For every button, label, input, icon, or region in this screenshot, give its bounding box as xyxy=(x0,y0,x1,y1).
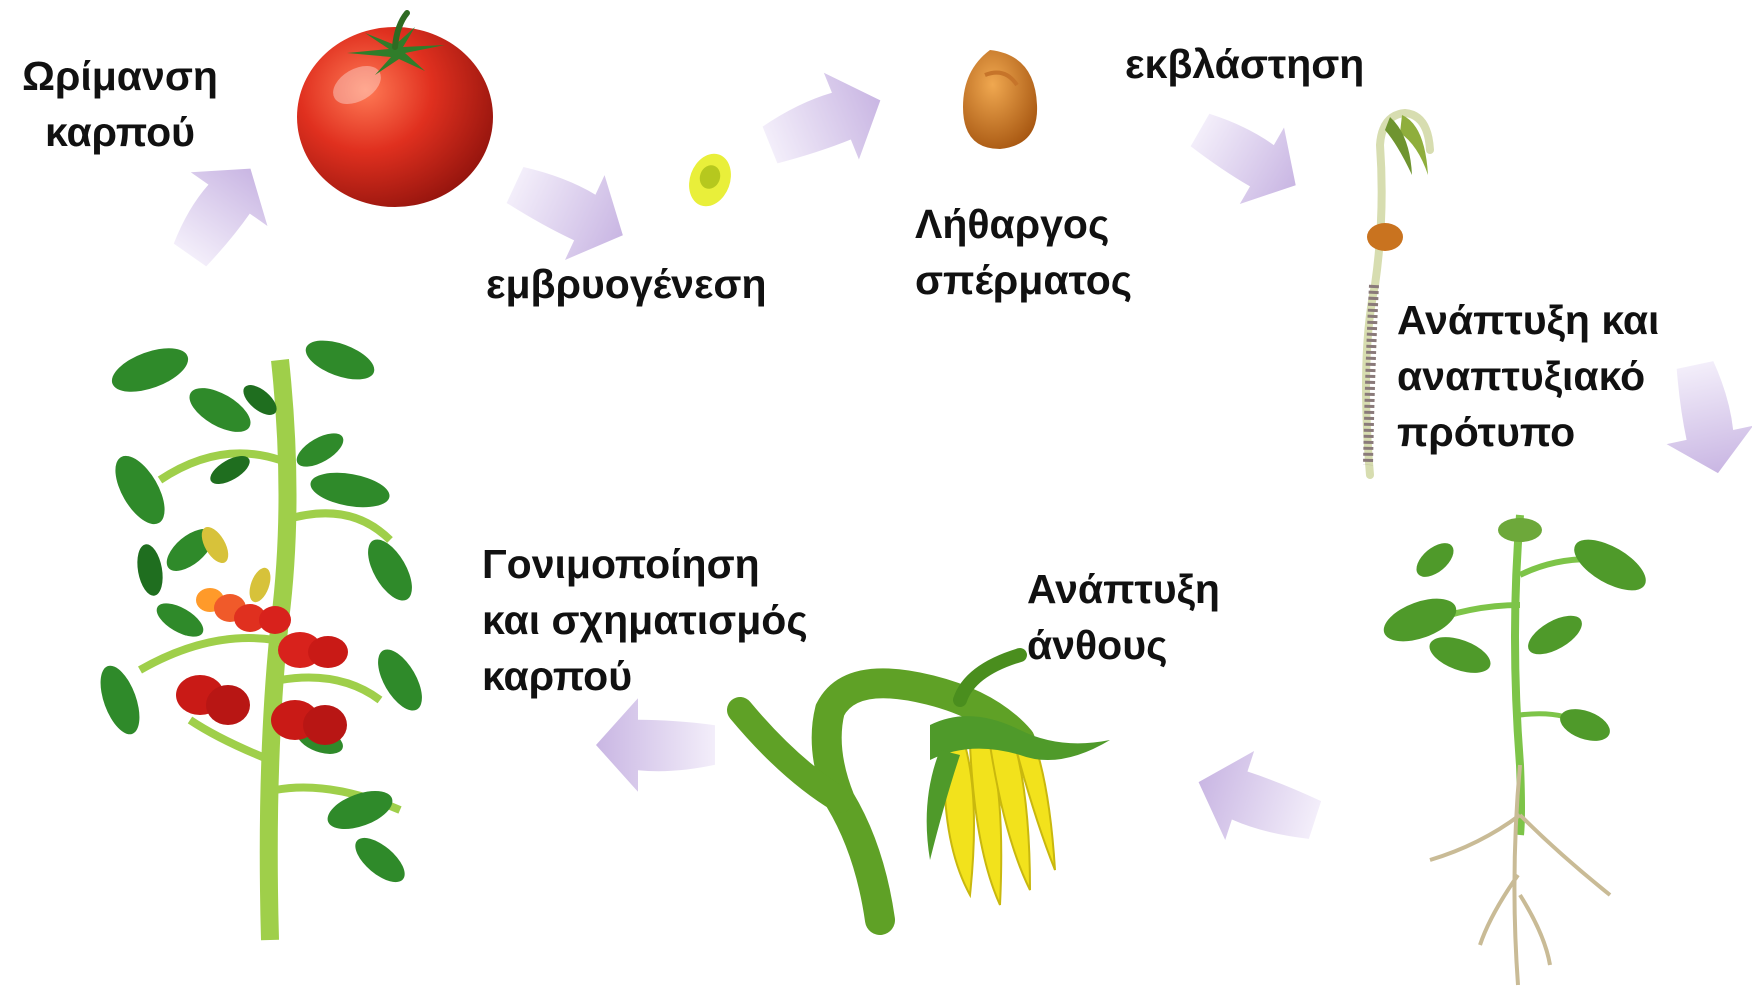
seed-icon xyxy=(955,45,1045,155)
tomato-icon xyxy=(285,5,505,215)
arrow-tomato-to-embryo xyxy=(495,143,642,278)
young-plant-icon xyxy=(1360,515,1680,985)
arrow-plant-to-tomato xyxy=(152,142,289,282)
arrow-flower-to-fertilization xyxy=(596,698,715,792)
seedling-icon xyxy=(1330,105,1450,485)
embryo-icon xyxy=(680,145,740,215)
arrow-embryo-to-seed xyxy=(752,57,897,188)
flower-icon xyxy=(730,650,1150,930)
arrow-seed-to-seedling xyxy=(1178,92,1318,224)
arrow-plant-to-flower xyxy=(1184,738,1329,865)
tomato-plant-icon xyxy=(80,340,440,960)
arrow-seedling-to-plant xyxy=(1652,356,1752,482)
